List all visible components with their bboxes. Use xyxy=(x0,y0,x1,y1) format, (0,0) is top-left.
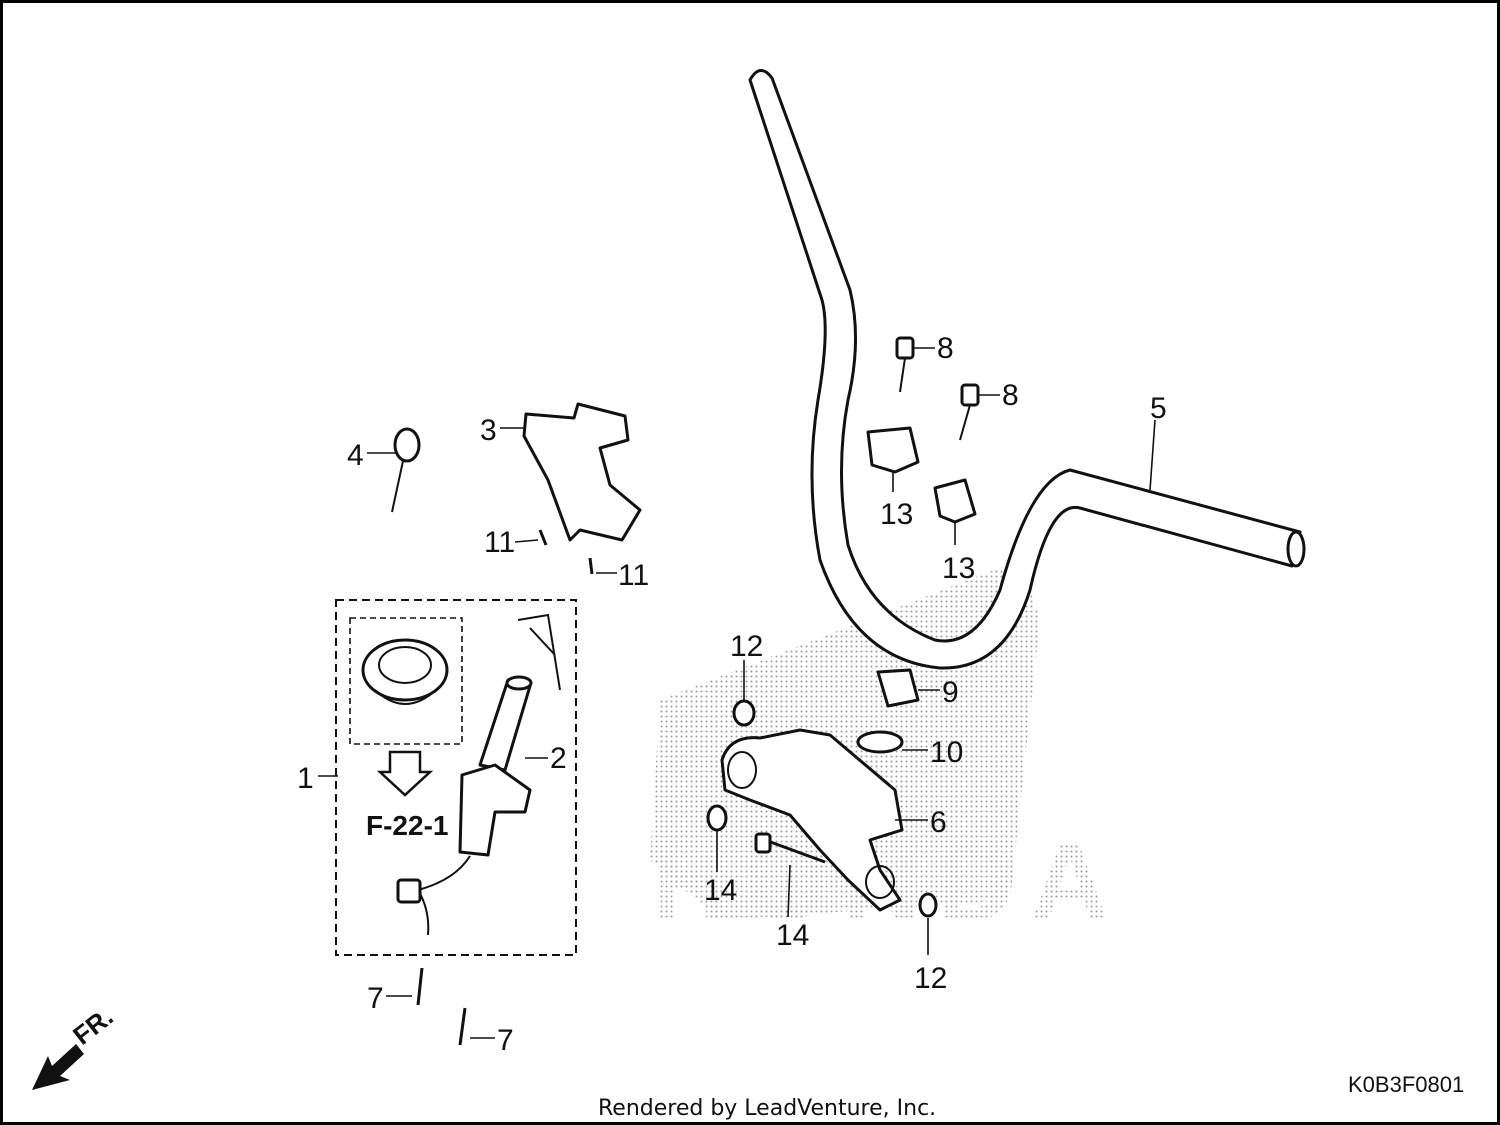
callout-1[interactable]: 1 xyxy=(297,762,314,795)
callout-3[interactable]: 3 xyxy=(480,414,497,447)
callout-11a[interactable]: 11 xyxy=(484,526,515,559)
holder-13b[interactable] xyxy=(933,478,977,524)
front-label: FR. xyxy=(67,1001,118,1050)
cover-3[interactable] xyxy=(522,402,642,542)
callout-10[interactable]: 10 xyxy=(930,736,963,769)
leader-lines xyxy=(318,347,1156,1039)
lower-holder-6[interactable] xyxy=(720,728,904,912)
credit-text[interactable]: Rendered by LeadVenture, Inc. xyxy=(598,1096,936,1121)
callout-14a[interactable]: 14 xyxy=(704,874,737,907)
callout-13b[interactable]: 13 xyxy=(942,552,975,585)
nut-12a[interactable] xyxy=(732,699,756,727)
bolt-8b[interactable] xyxy=(959,383,980,441)
bolt-14a[interactable] xyxy=(706,804,728,832)
screw-11a[interactable] xyxy=(538,529,548,546)
callout-12b[interactable]: 12 xyxy=(914,962,947,995)
fuel-cap[interactable] xyxy=(361,638,449,705)
callout-9[interactable]: 9 xyxy=(942,676,959,709)
callout-14b[interactable]: 14 xyxy=(776,919,809,952)
handlebar[interactable] xyxy=(748,69,1306,670)
reference-arrow xyxy=(376,750,434,797)
key-4[interactable] xyxy=(391,427,421,513)
reference-label[interactable]: F-22-1 xyxy=(366,810,448,841)
washer-10[interactable] xyxy=(856,730,904,754)
callout-7b[interactable]: 7 xyxy=(497,1024,514,1057)
callout-8b[interactable]: 8 xyxy=(1002,379,1019,412)
ignition-switch-2[interactable] xyxy=(396,613,561,936)
callout-8a[interactable]: 8 xyxy=(937,332,954,365)
callout-13a[interactable]: 13 xyxy=(880,498,913,531)
callout-4[interactable]: 4 xyxy=(347,439,364,472)
set-box-1 xyxy=(335,599,577,956)
nut-9[interactable] xyxy=(876,668,920,708)
screw-11b[interactable] xyxy=(588,557,594,575)
callout-7a[interactable]: 7 xyxy=(367,982,384,1015)
front-arrow-icon xyxy=(32,1044,84,1090)
bolt-7a[interactable] xyxy=(416,967,424,1006)
callout-11b[interactable]: 11 xyxy=(618,559,649,592)
callout-12a[interactable]: 12 xyxy=(730,630,763,663)
holder-13a[interactable] xyxy=(866,426,920,474)
callout-5[interactable]: 5 xyxy=(1150,392,1167,425)
bolt-8a[interactable] xyxy=(895,336,915,393)
bolt-7b[interactable] xyxy=(458,1007,467,1046)
bolt-14b[interactable] xyxy=(754,832,826,864)
drawing-code: K0B3F0801 xyxy=(1348,1072,1464,1097)
callout-6[interactable]: 6 xyxy=(930,806,947,839)
nut-12b[interactable] xyxy=(918,892,938,918)
callout-2[interactable]: 2 xyxy=(550,742,567,775)
